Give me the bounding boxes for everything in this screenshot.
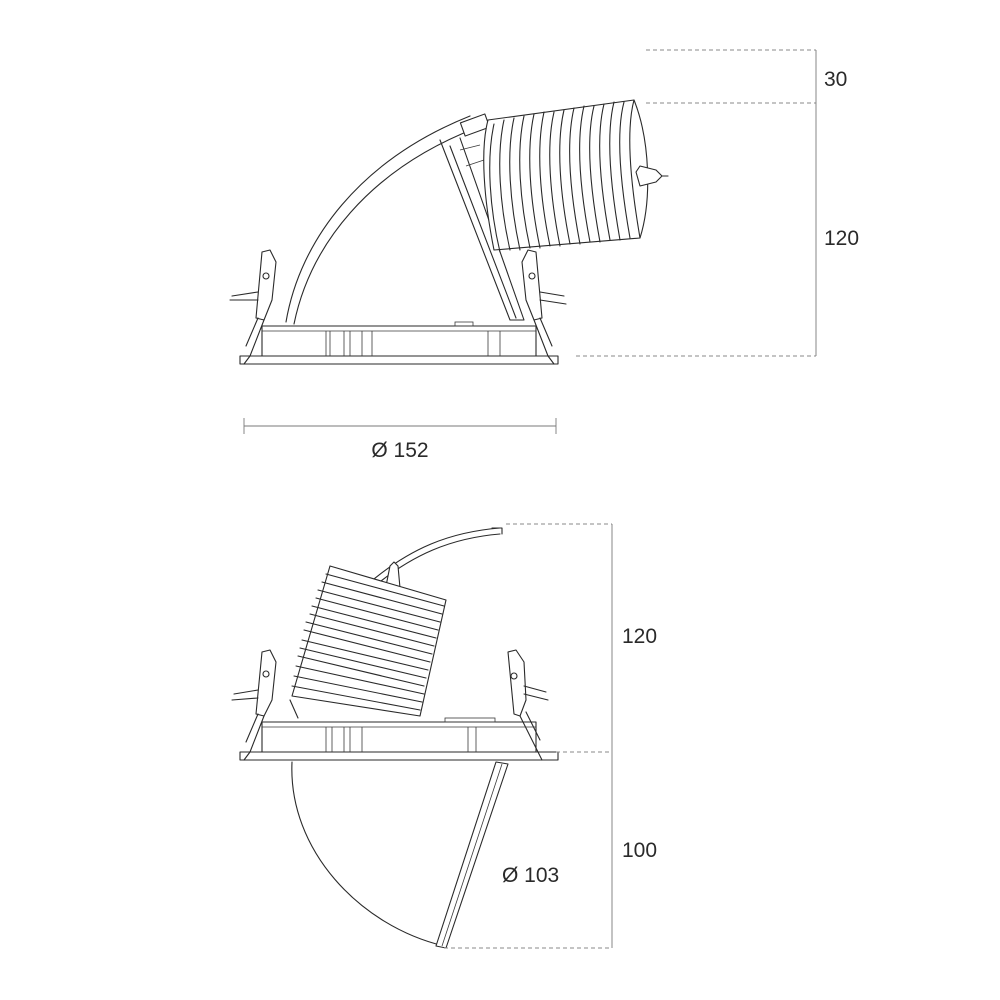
bottom-height-lower-label: 100 [622, 839, 657, 862]
top-swivel-arc [283, 115, 477, 327]
bottom-swivel-arc [367, 527, 503, 591]
bottom-height-upper-label: 120 [622, 625, 657, 648]
bottom-right-spring-clip [507, 649, 549, 761]
top-cable-gland [635, 165, 669, 187]
top-diameter-label: Ø 152 [371, 439, 428, 462]
top-base-plate [239, 321, 559, 365]
top-heat-sink [483, 99, 649, 253]
bottom-base-plate [239, 717, 559, 761]
top-yoke [439, 113, 525, 321]
top-view: Ø 152 30 120 [229, 49, 859, 462]
bottom-heat-sink [289, 565, 447, 719]
top-left-spring-clip [229, 249, 277, 365]
top-height-upper-label: 30 [824, 68, 847, 91]
bottom-left-spring-clip [231, 649, 277, 761]
bottom-diameter-label: Ø 103 [502, 864, 559, 887]
top-height-main-label: 120 [824, 227, 859, 250]
bottom-lens-arc [291, 761, 509, 949]
bottom-view: 120 100 Ø 103 [231, 523, 657, 949]
top-right-spring-clip [521, 249, 567, 365]
bottom-height-dimension [444, 523, 613, 949]
top-height-dimension [576, 49, 817, 357]
top-diameter-dimension [243, 418, 557, 434]
